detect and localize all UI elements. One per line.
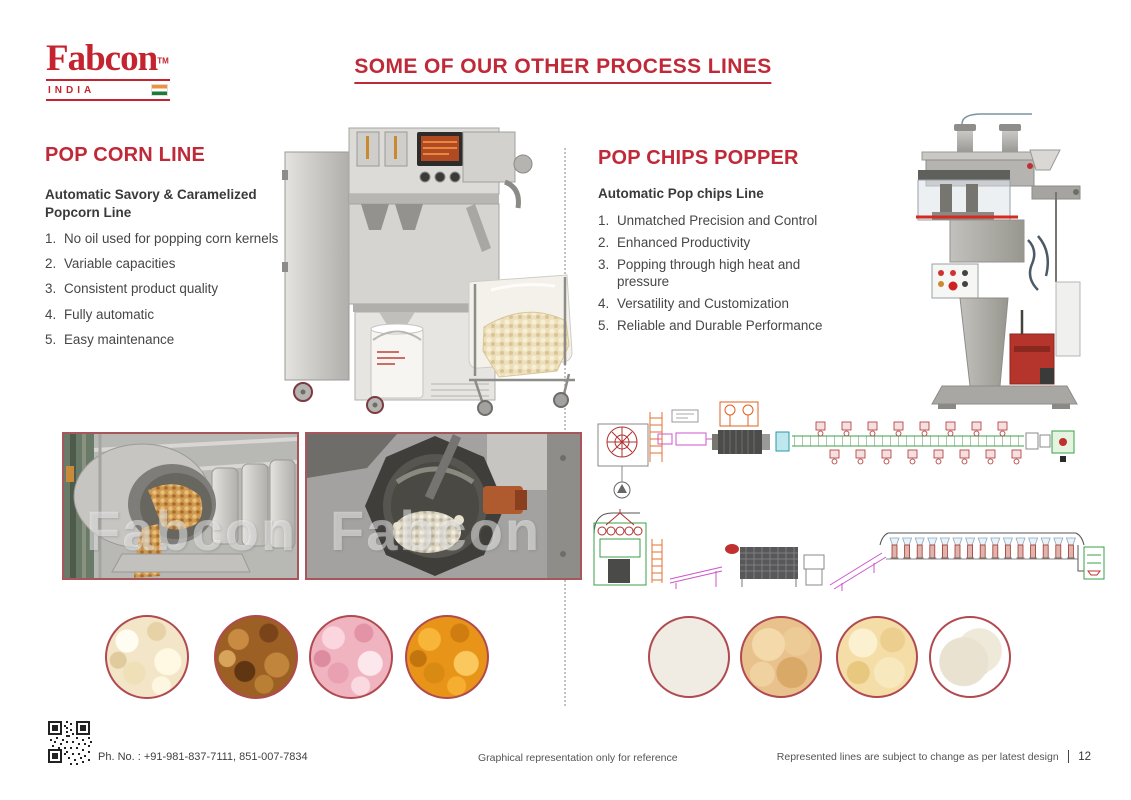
popcorn-line-heading: POP CORN LINE	[45, 144, 206, 166]
pop-chips-feature-list: 1.Unmatched Precision and Control 2.Enha…	[598, 212, 830, 335]
product-photo-caramel-popcorn	[214, 615, 298, 699]
logo-country-label: INDIA	[48, 84, 96, 96]
product-photo-butter-popcorn	[105, 615, 189, 699]
footer-right-block: Represented lines are subject to change …	[777, 750, 1091, 763]
footer-phone-number: Ph. No. : +91-981-837-7111, 851-007-7834	[98, 751, 308, 763]
pop-chips-popper-section: POP CHIPS POPPER Automatic Pop chips Lin…	[598, 147, 830, 339]
brand-logo-wordmark: FabconTM	[46, 40, 170, 77]
feature-item: 5.Easy maintenance	[45, 331, 175, 347]
feature-item: 4.Versatility and Customization	[598, 296, 789, 312]
product-photo-triangle-pop-chips	[648, 616, 730, 698]
pop-chips-popper-machine-image	[916, 113, 1081, 409]
feature-item: 3.Popping through high heat and pressure	[598, 256, 801, 290]
pop-chips-subheading: Automatic Pop chips Line	[598, 186, 764, 201]
footer-design-note: Represented lines are subject to change …	[776, 750, 1059, 763]
product-photo-cheese-popcorn	[405, 615, 489, 699]
popcorn-popping-machine-image	[282, 127, 575, 416]
product-photo-rice-cakes	[929, 616, 1011, 698]
feature-item: 5.Reliable and Durable Performance	[598, 318, 823, 334]
popcorn-coating-drum-art	[64, 434, 297, 578]
feature-item: 2.Enhanced Productivity	[598, 234, 751, 250]
popcorn-line-subheading: Automatic Savory & Caramelized Popcorn L…	[45, 187, 257, 220]
footer-disclaimer: Graphical representation only for refere…	[478, 752, 678, 764]
section-divider	[564, 148, 566, 706]
feature-item: 4.Fully automatic	[45, 306, 155, 322]
feature-item: 2.Variable capacities	[45, 256, 176, 272]
trademark-symbol: TM	[157, 56, 169, 66]
brand-logo: FabconTM INDIA	[46, 40, 170, 103]
footer-separator	[1067, 750, 1070, 763]
pop-chips-heading: POP CHIPS POPPER	[598, 147, 799, 169]
popper-drum-interior-art	[307, 434, 580, 578]
india-flag-icon	[151, 84, 168, 96]
page-number: 12	[1078, 750, 1091, 763]
feature-item: 1.No oil used for popping corn kernels	[45, 231, 279, 247]
process-line-elevation-drawing	[593, 509, 1105, 591]
page-title: SOME OF OUR OTHER PROCESS LINES	[354, 55, 772, 84]
logo-divider	[46, 79, 170, 81]
popcorn-line-feature-list: 1.No oil used for popping corn kernels 2…	[45, 230, 300, 348]
logo-divider	[46, 99, 170, 101]
feature-item: 3.Consistent product quality	[45, 281, 219, 297]
qr-code	[46, 719, 92, 765]
product-photo-puffed-pop-chips	[836, 616, 918, 698]
process-line-plan-drawing	[597, 401, 1075, 499]
product-photo-strawberry-popcorn	[309, 615, 393, 699]
product-photo-round-pop-chips	[740, 616, 822, 698]
popper-drum-interior-photo	[305, 432, 582, 580]
logo-country-row: INDIA	[46, 83, 170, 97]
popcorn-line-section: POP CORN LINE Automatic Savory & Caramel…	[45, 144, 300, 356]
popcorn-coating-drum-photo	[62, 432, 299, 580]
feature-item: 1.Unmatched Precision and Control	[598, 212, 818, 228]
brand-name: Fabcon	[46, 38, 158, 79]
